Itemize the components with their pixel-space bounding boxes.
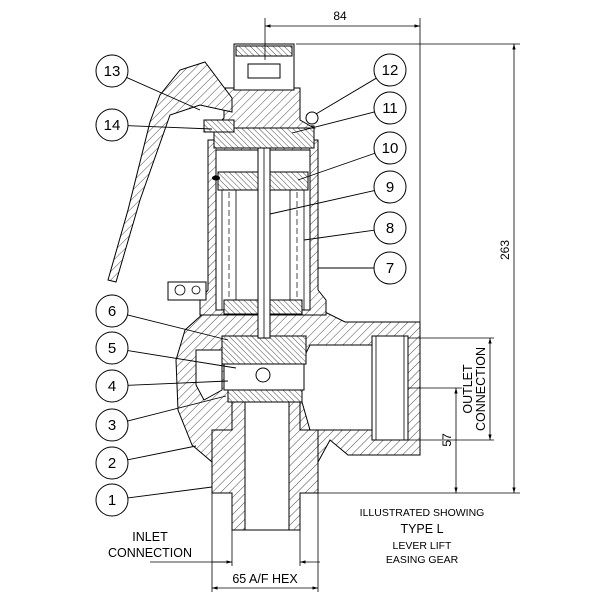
outlet-cavity — [299, 344, 373, 431]
balloon-label-5: 5 — [108, 340, 116, 357]
leader-line-8 — [303, 229, 375, 241]
pin — [305, 111, 319, 125]
balloon-label-2: 2 — [108, 455, 116, 472]
balloon-label-13: 13 — [104, 63, 121, 80]
balloon-2: 2 — [95, 445, 197, 480]
dim-263: 263 — [498, 240, 512, 260]
dim-84: 84 — [333, 9, 347, 23]
balloon-5: 5 — [95, 331, 237, 369]
leader-line-6 — [127, 314, 229, 341]
leader-line-2 — [127, 445, 197, 461]
balloon-4: 4 — [95, 369, 229, 403]
balloon-1: 1 — [95, 483, 213, 517]
note-line-2: TYPE L — [400, 522, 443, 536]
balloon-label-4: 4 — [108, 378, 116, 395]
balloon-circle-6 — [95, 294, 129, 328]
balloon-label-7: 7 — [386, 260, 394, 277]
leader-line-1 — [127, 486, 213, 499]
balloon-label-8: 8 — [386, 220, 394, 237]
balloon-10: 10 — [297, 131, 407, 181]
disc-holder — [221, 335, 307, 365]
dimensions: 84 263 57 OUTLET CONNECTION INLET CONNEC… — [108, 9, 520, 592]
leader-line-12 — [315, 77, 377, 115]
balloon-label-6: 6 — [108, 303, 116, 320]
note-line-4: EASING GEAR — [386, 554, 459, 566]
leader-line-5 — [127, 350, 237, 369]
leader-line-11 — [291, 111, 375, 134]
leader-line-14 — [127, 125, 213, 130]
leader-line-10 — [297, 152, 376, 181]
balloon-circle-13 — [95, 54, 129, 88]
cap-top — [235, 45, 293, 57]
balloon-label-14: 14 — [104, 117, 121, 134]
balloon-7: 7 — [318, 251, 407, 285]
leader-line-4 — [127, 380, 229, 386]
inlet-label-2: CONNECTION — [108, 546, 192, 560]
leader-line-3 — [127, 395, 227, 422]
balloon-label-11: 11 — [382, 100, 398, 117]
balloon-circle-4 — [95, 369, 129, 403]
body-cavity-left — [195, 349, 223, 401]
note: ILLUSTRATED SHOWING TYPE L LEVER LIFT EA… — [360, 507, 485, 566]
balloon-8: 8 — [303, 211, 407, 245]
inlet-bore — [244, 401, 290, 531]
seat-ring — [227, 389, 303, 403]
balloon-circle-10 — [373, 131, 407, 165]
balloon-12: 12 — [315, 53, 407, 115]
balloon-label-12: 12 — [382, 62, 399, 79]
note-line-1: ILLUSTRATED SHOWING — [360, 507, 485, 519]
balloon-circle-3 — [95, 408, 129, 442]
balloon-9: 9 — [269, 170, 407, 215]
balloon-circle-9 — [373, 170, 407, 204]
balloon-11: 11 — [291, 91, 407, 134]
balloon-label-10: 10 — [382, 140, 399, 157]
ball — [255, 367, 271, 383]
outlet-label-1: OUTLET — [461, 364, 475, 414]
lever-housing — [212, 87, 316, 129]
balloon-circle-12 — [373, 53, 407, 87]
balloon-label-1: 1 — [108, 492, 116, 509]
lifting-lever — [107, 61, 233, 283]
balloon-label-3: 3 — [108, 417, 116, 434]
outlet-port — [371, 335, 409, 441]
balloon-circle-2 — [95, 446, 129, 480]
balloon-6: 6 — [95, 294, 229, 341]
balloon-label-9: 9 — [386, 179, 394, 196]
leader-line-13 — [126, 77, 201, 111]
valve-assembly — [107, 43, 421, 531]
balloon-3: 3 — [95, 395, 227, 442]
balloon-circle-14 — [95, 108, 129, 142]
side-plug — [167, 281, 207, 301]
balloon-14: 14 — [95, 108, 213, 142]
balloon-circle-5 — [95, 331, 129, 365]
dim-hex: 65 A/F HEX — [232, 572, 298, 586]
balloon-13: 13 — [95, 54, 201, 111]
spindle-nut — [247, 63, 281, 79]
note-line-3: LEVER LIFT — [393, 540, 453, 552]
knurled-ring — [203, 119, 235, 133]
leader-line-9 — [269, 190, 375, 215]
inlet-label-1: INLET — [132, 530, 168, 544]
balloon-circle-8 — [373, 211, 407, 245]
balloon-circle-11 — [373, 91, 407, 125]
balloon-circle-1 — [95, 483, 129, 517]
outlet-label-2: CONNECTION — [474, 347, 488, 431]
balloon-circle-7 — [373, 251, 407, 285]
